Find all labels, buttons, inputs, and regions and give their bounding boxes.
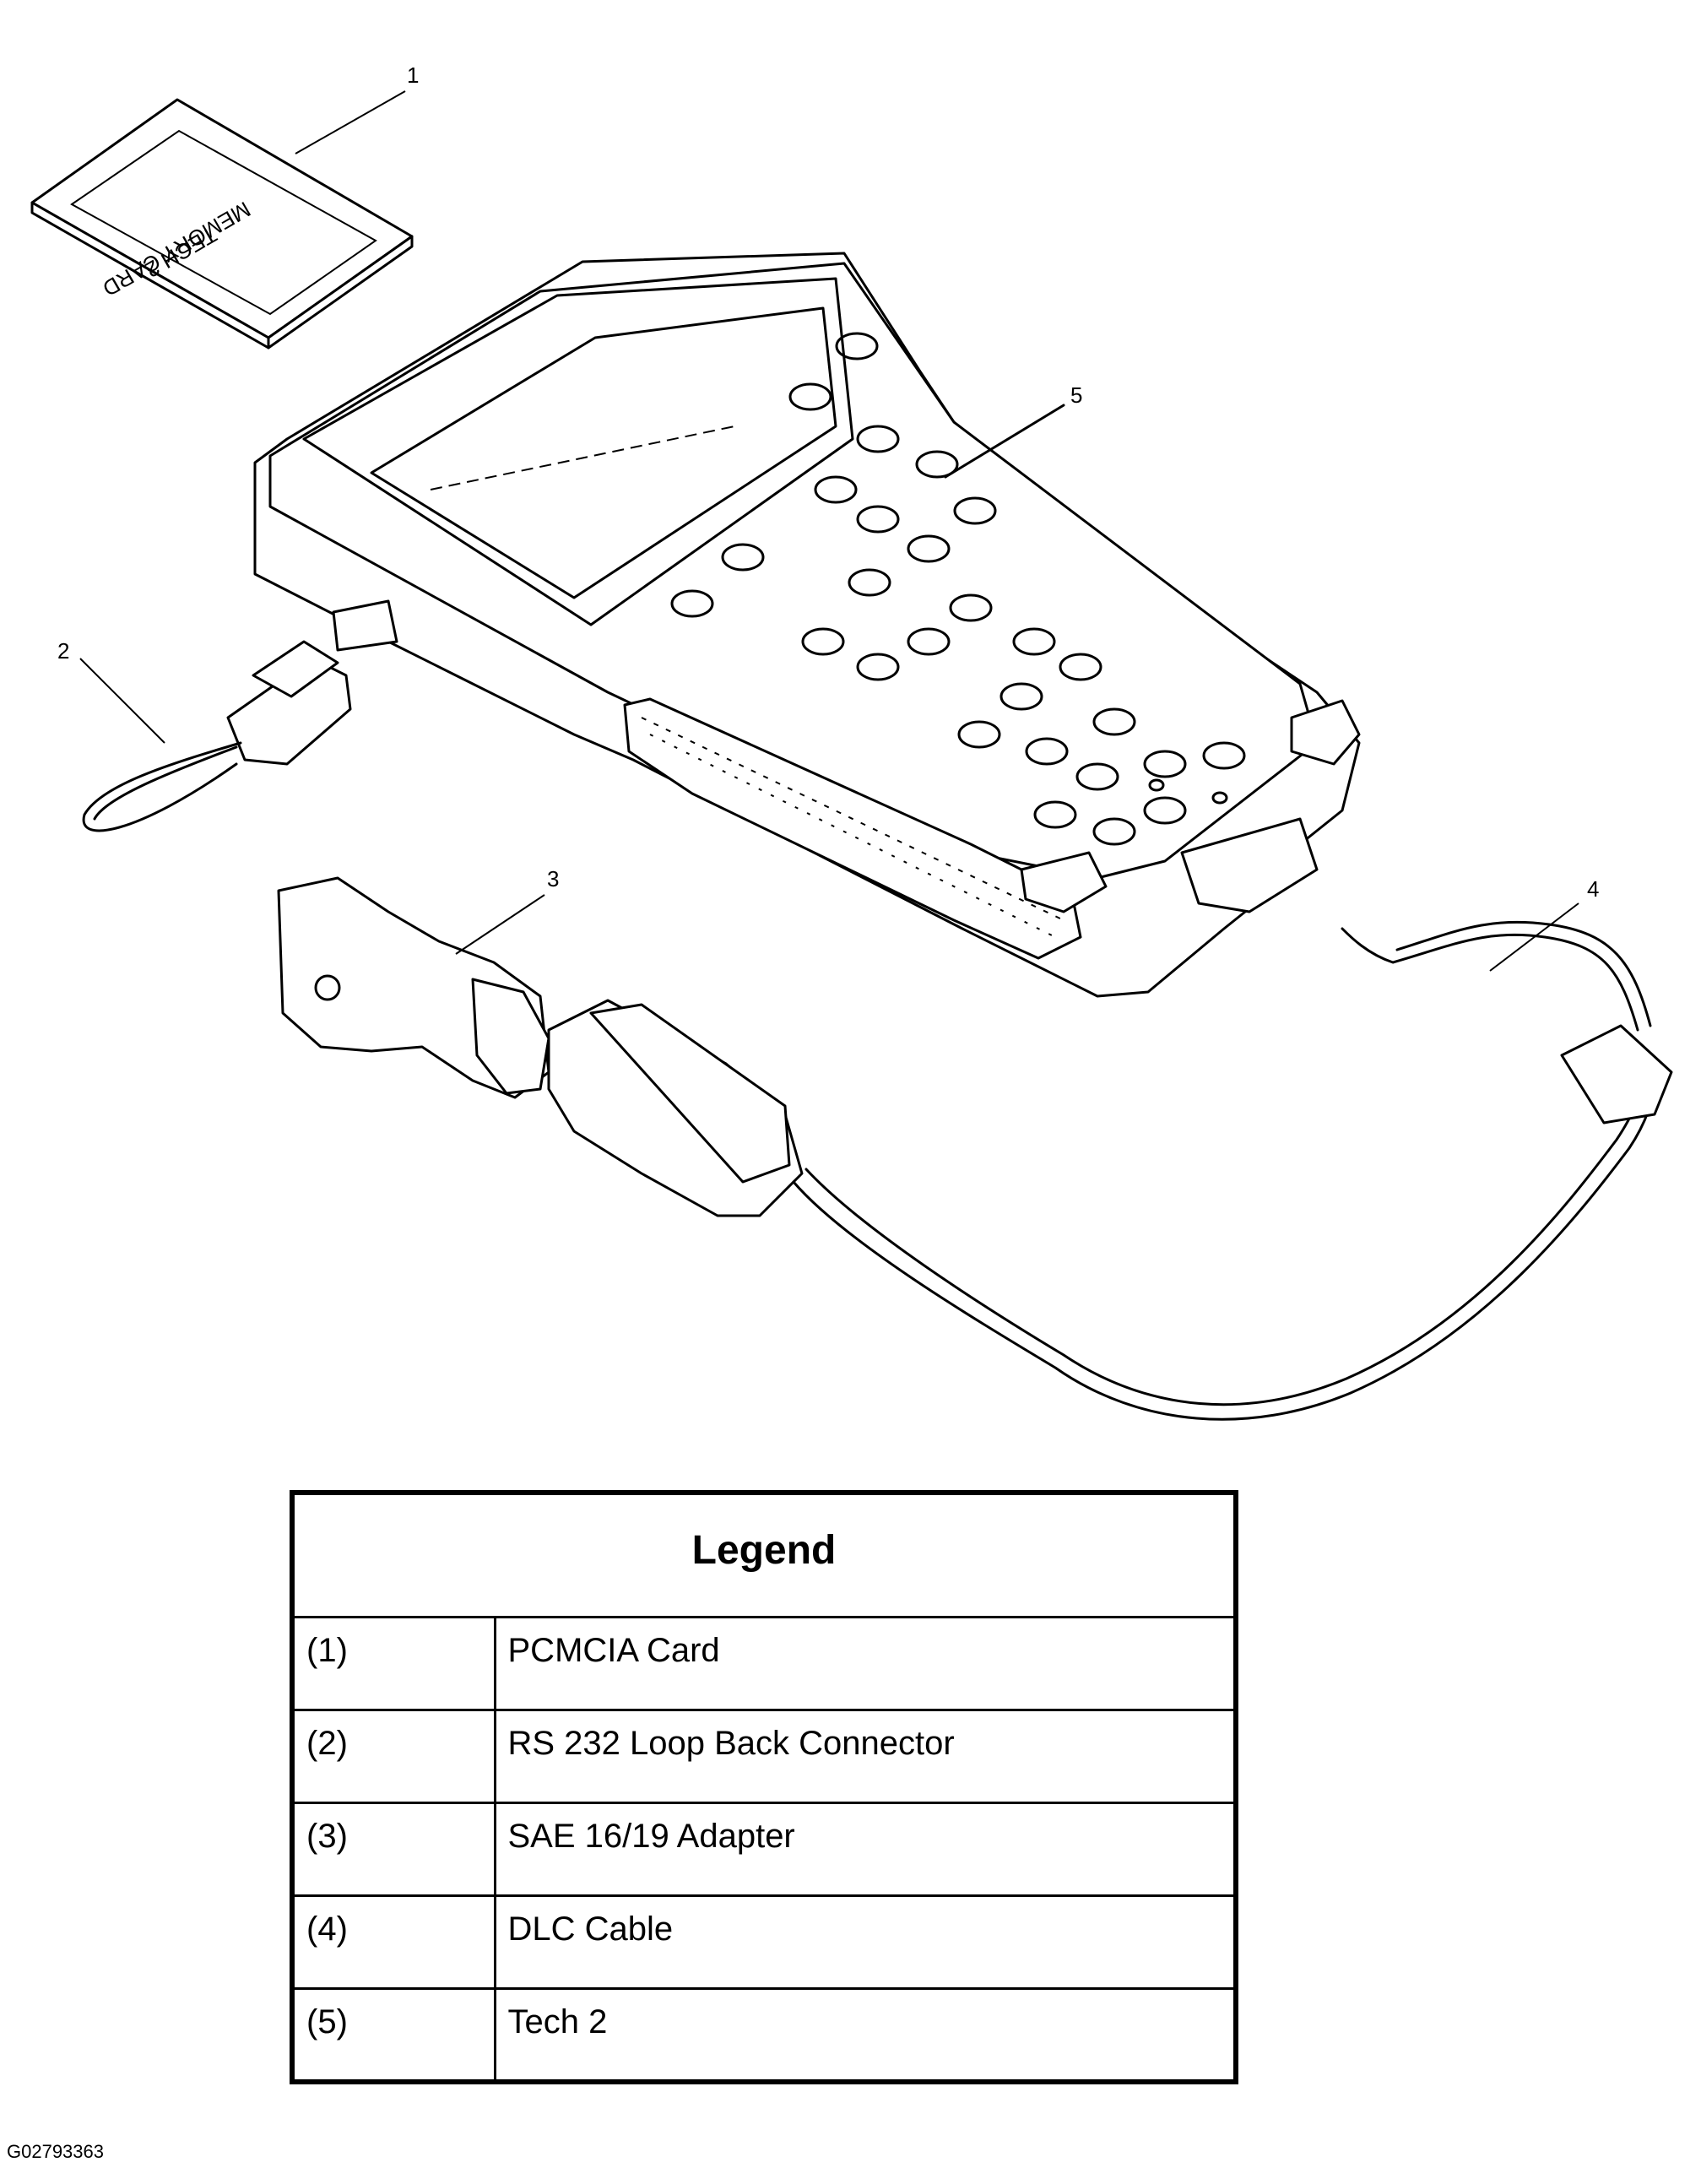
- legend-row-number: (3): [290, 1802, 496, 1897]
- legend-row-number: (4): [290, 1894, 496, 1990]
- callout-4: 4: [1587, 876, 1599, 902]
- legend-row-number: (1): [290, 1616, 496, 1711]
- legend-row-label: SAE 16/19 Adapter: [493, 1802, 1238, 1897]
- callout-3: 3: [547, 866, 559, 891]
- tech2-exploded-illustration: TECH 2 MEMORY CARD: [30, 62, 1673, 1421]
- legend-table: Legend (1) PCMCIA Card (2) RS 232 Loop B…: [290, 1490, 1238, 2084]
- figure-id: G02793363: [7, 2141, 104, 2162]
- callout-2: 2: [57, 638, 69, 664]
- legend-row-label: DLC Cable: [493, 1894, 1238, 1990]
- legend-title: Legend: [290, 1491, 1238, 1618]
- loopback-connector-drawing: [79, 640, 352, 832]
- legend-row-number: (2): [290, 1709, 496, 1804]
- legend-row: (2) RS 232 Loop Back Connector: [290, 1709, 1238, 1804]
- legend-row: (5) Tech 2: [290, 1987, 1238, 2083]
- legend-row-label: PCMCIA Card: [493, 1616, 1238, 1711]
- legend-row: (1) PCMCIA Card: [290, 1616, 1238, 1711]
- pcmcia-card-drawing: TECH 2 MEMORY CARD: [30, 90, 414, 350]
- legend-row: (4) DLC Cable: [290, 1894, 1238, 1990]
- legend-row-label: RS 232 Loop Back Connector: [493, 1709, 1238, 1804]
- legend-row: (3) SAE 16/19 Adapter: [290, 1802, 1238, 1897]
- tech2-drawing: [253, 252, 1361, 998]
- legend-row-label: Tech 2: [493, 1987, 1238, 2083]
- dlc-cable-drawing: [547, 902, 1673, 1421]
- sae-adapter-drawing: [277, 876, 550, 1099]
- callout-5: 5: [1070, 382, 1082, 408]
- callout-1: 1: [407, 62, 419, 88]
- legend-row-number: (5): [290, 1987, 496, 2083]
